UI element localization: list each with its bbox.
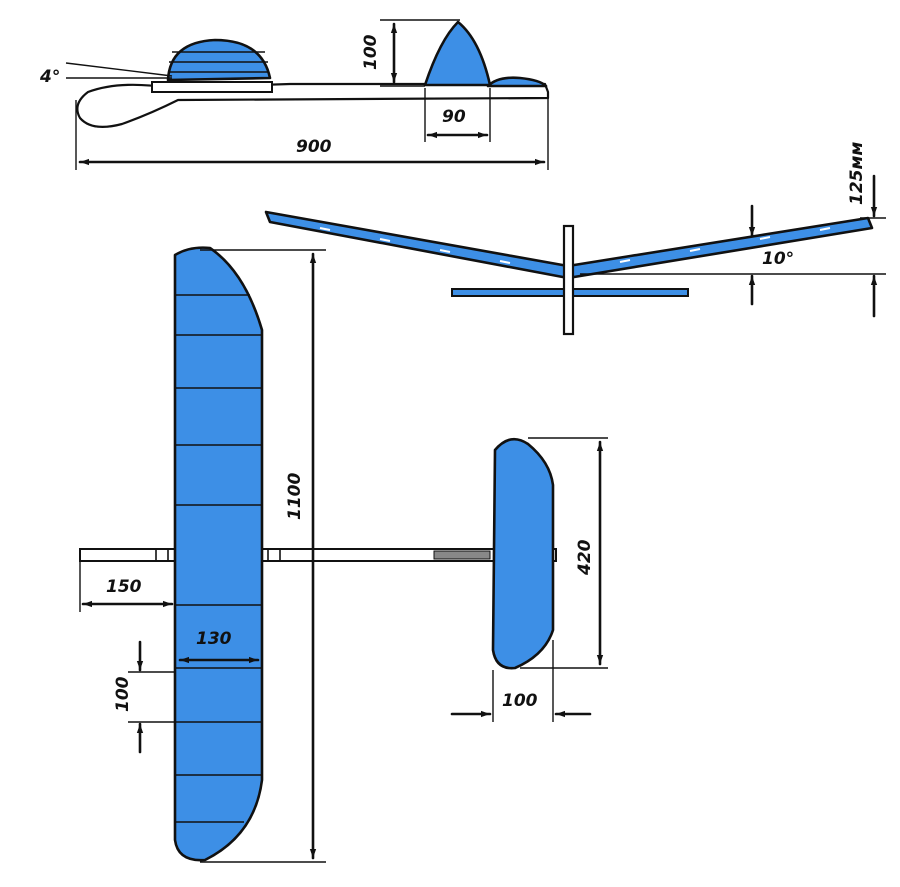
top-stabilizer: [491, 437, 555, 670]
front-view: 10° 125мм: [264, 142, 886, 336]
front-right-wing: [566, 216, 874, 280]
side-wing-block: [151, 81, 273, 93]
fuselage-length-label: 900: [296, 137, 332, 157]
wing-chord-label: 130: [196, 629, 232, 649]
front-left-wing: [264, 210, 570, 280]
stab-chord-label: 100: [502, 691, 538, 711]
side-fin: [423, 20, 492, 87]
side-stabilizer: [486, 76, 548, 88]
stab-span-label: 420: [575, 539, 595, 576]
top-main-wing: [173, 246, 264, 862]
fin-height-label: 100: [361, 34, 381, 70]
side-view: 4° 100 90 900: [39, 19, 550, 170]
side-angle-label: 4°: [39, 67, 60, 87]
top-view: 1100 150 130 100 420 100: [79, 246, 608, 863]
wing-ribs: [176, 294, 262, 823]
side-fuselage: [76, 82, 550, 129]
nose-length-label: 150: [106, 577, 142, 597]
tip-height-label: 125мм: [847, 142, 867, 205]
fin-width-label: 90: [442, 107, 466, 127]
wingspan-label: 1100: [285, 473, 305, 520]
side-wing-profile: [166, 38, 272, 82]
front-fuselage: [562, 224, 575, 336]
rib-spacing-label: 100: [113, 676, 133, 712]
dihedral-angle-label: 10°: [762, 249, 794, 269]
